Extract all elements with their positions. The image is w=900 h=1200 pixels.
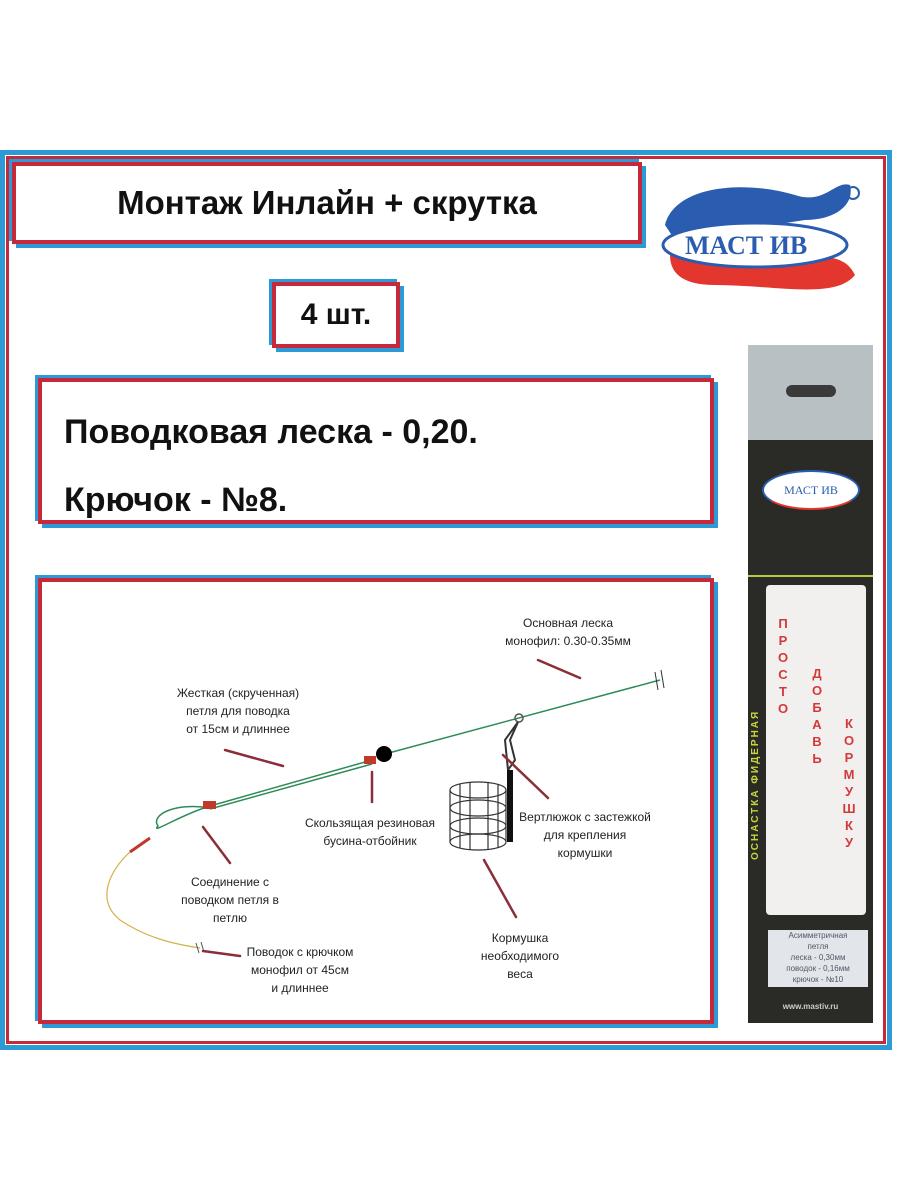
info-line: леска - 0,30мм: [790, 953, 846, 962]
hook-spec: Крючок - №8.: [64, 481, 288, 519]
info-line: поводок - 0,16мм: [786, 964, 850, 973]
label-bead: Скользящая резиновая бусина-отбойник: [305, 814, 435, 850]
quantity-badge: 4 шт.: [272, 282, 400, 348]
slogan-word: ПРОСТО: [777, 616, 789, 716]
label-main-line: Основная леска монофил: 0.30-0.35мм: [505, 614, 631, 650]
label-leader: Поводок с крючком монофил от 45см и длинне…: [247, 943, 354, 997]
package-card: ПРОСТО ДОБАВЬ КОРМУШКУ: [766, 585, 866, 915]
info-line: петля: [807, 942, 829, 951]
slogan-word: ДОБАВЬ: [811, 666, 823, 766]
package-side-text: ОСНАСТКА ФИДЕРНАЯ: [750, 709, 761, 860]
product-title: Монтаж Инлайн + скрутка: [12, 162, 642, 244]
label-line: кормушки: [557, 846, 613, 860]
package-logo: МАСТ ИВ: [762, 470, 860, 510]
label-line: для крепления: [543, 828, 627, 842]
feeder-cage-icon: [449, 781, 507, 851]
label-line: Соединение с: [190, 875, 270, 889]
specs-box: Поводковая леска - 0,20. Крючок - №8.: [38, 378, 714, 524]
divider: [748, 575, 873, 577]
logo-text: МАСТ ИВ: [685, 231, 808, 260]
package-url: www.mastiv.ru: [782, 1002, 839, 1011]
label-line: необходимого: [480, 949, 560, 963]
label-line: Кормушка: [491, 931, 549, 945]
label-loop: Жесткая (скрученная) петля для поводка от …: [177, 684, 299, 738]
label-line: поводком петля в: [181, 893, 279, 907]
label-swivel: Вертлюжок с застежкой для крепления кормуш…: [519, 808, 651, 862]
label-line: Жесткая (скрученная): [176, 686, 300, 700]
label-line: Поводок с крючком: [246, 945, 354, 959]
hang-hole: [786, 385, 836, 397]
brand-logo: МАСТ ИВ: [655, 165, 875, 305]
label-line: монофил: 0.30-0.35мм: [505, 634, 631, 648]
label-line: петлю: [212, 911, 247, 925]
package-photo: МАСТ ИВ ПРОСТО ДОБАВЬ КОРМУШКУ ОСНАСТКА …: [748, 345, 873, 1023]
outer-frame: [0, 150, 892, 1050]
label-line: Вертлюжок с застежкой: [519, 810, 651, 824]
info-line: крючок - №10: [792, 975, 844, 984]
info-line: Асимметричная: [788, 931, 848, 940]
label-line: монофил от 45см: [251, 963, 349, 977]
label-line: Основная леска: [522, 616, 613, 630]
package-info: Асимметричная петля леска - 0,30мм повод…: [768, 930, 868, 987]
label-line: Скользящая резиновая: [304, 816, 436, 830]
label-line: петля для поводка: [186, 704, 290, 718]
leader-line-spec: Поводковая леска - 0,20.: [64, 413, 478, 451]
label-connection: Соединение с поводком петля в петлю: [181, 873, 279, 927]
label-line: от 15см и длиннее: [186, 722, 290, 736]
rig-diagram: [38, 578, 714, 1024]
inner-frame: [6, 156, 886, 1044]
label-line: и длиннее: [271, 981, 329, 995]
label-feeder: Кормушка необходимого веса: [481, 929, 559, 983]
label-line: веса: [507, 967, 533, 981]
slogan-word: КОРМУШКУ: [842, 716, 856, 850]
label-line: бусина-отбойник: [323, 834, 417, 848]
package-header: [748, 345, 873, 440]
